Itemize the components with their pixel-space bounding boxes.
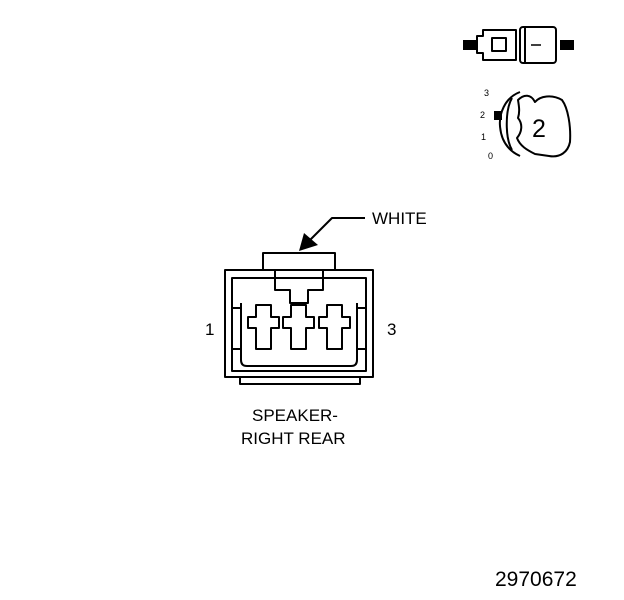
- pin-label-right: 3: [387, 320, 397, 339]
- key-position-2: 2: [480, 110, 486, 120]
- pin-label-left: 1: [205, 320, 215, 339]
- key-position-icon: [494, 91, 572, 158]
- key-selected-position: 2: [532, 115, 546, 143]
- key-position-3: 3: [484, 88, 490, 98]
- connector-name-line1: SPEAKER-: [252, 406, 338, 425]
- key-position-0: 0: [488, 151, 494, 161]
- key-position-1: 1: [481, 132, 487, 142]
- connector-name-line2: RIGHT REAR: [241, 429, 346, 448]
- color-pointer-arrow: [299, 217, 365, 251]
- connector-halves-icon: [463, 26, 574, 64]
- connector-color-label: WHITE: [372, 209, 427, 228]
- connector-face: [224, 252, 374, 385]
- figure-id: 2970672: [495, 568, 577, 591]
